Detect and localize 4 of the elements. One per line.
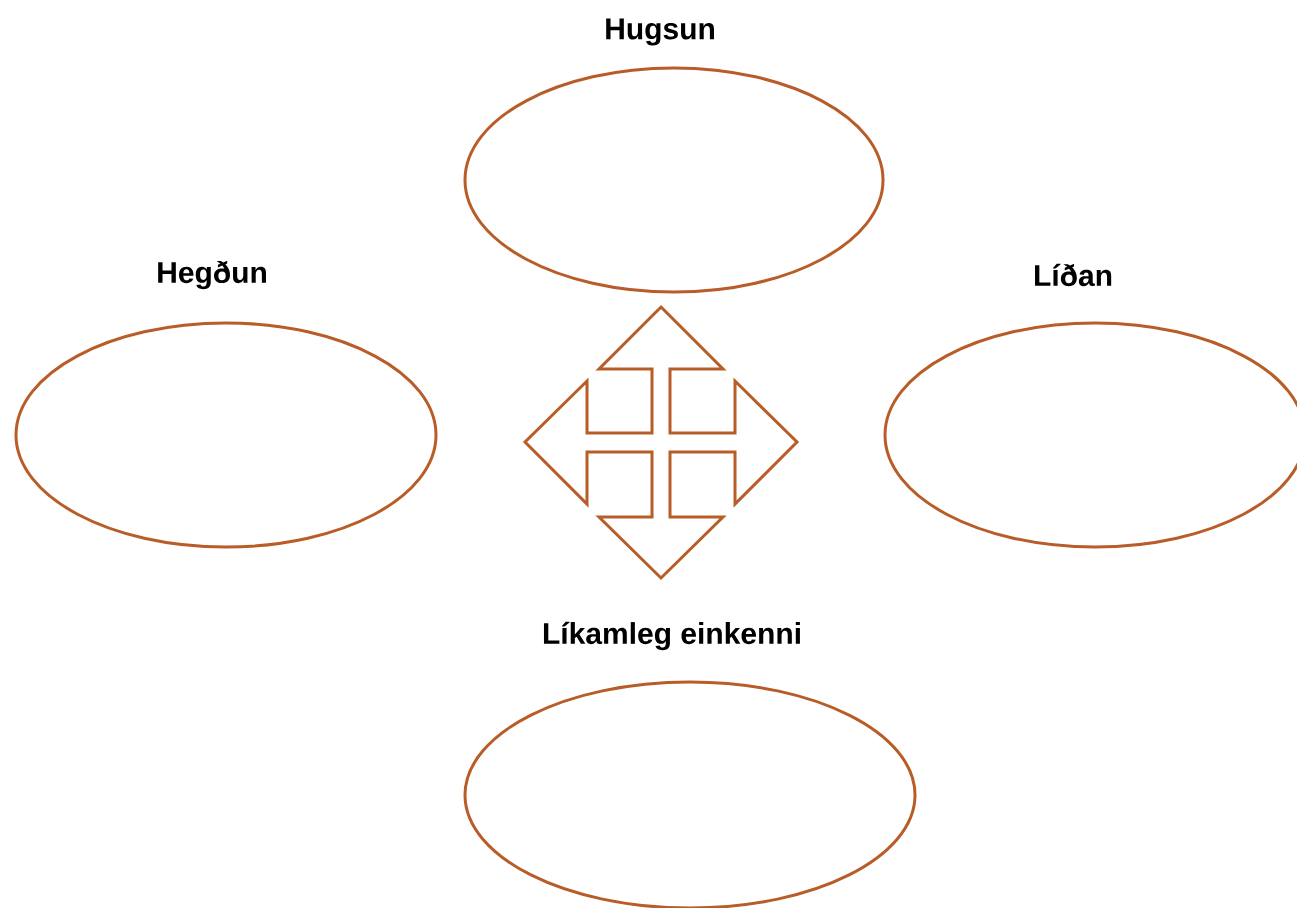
- heading: Líkamleg einkenni: [544, 621, 800, 651]
- heading: Hegðun: [158, 260, 266, 290]
- heading: Líðan: [1035, 263, 1112, 287]
- heading: Hugsun: [606, 18, 714, 46]
